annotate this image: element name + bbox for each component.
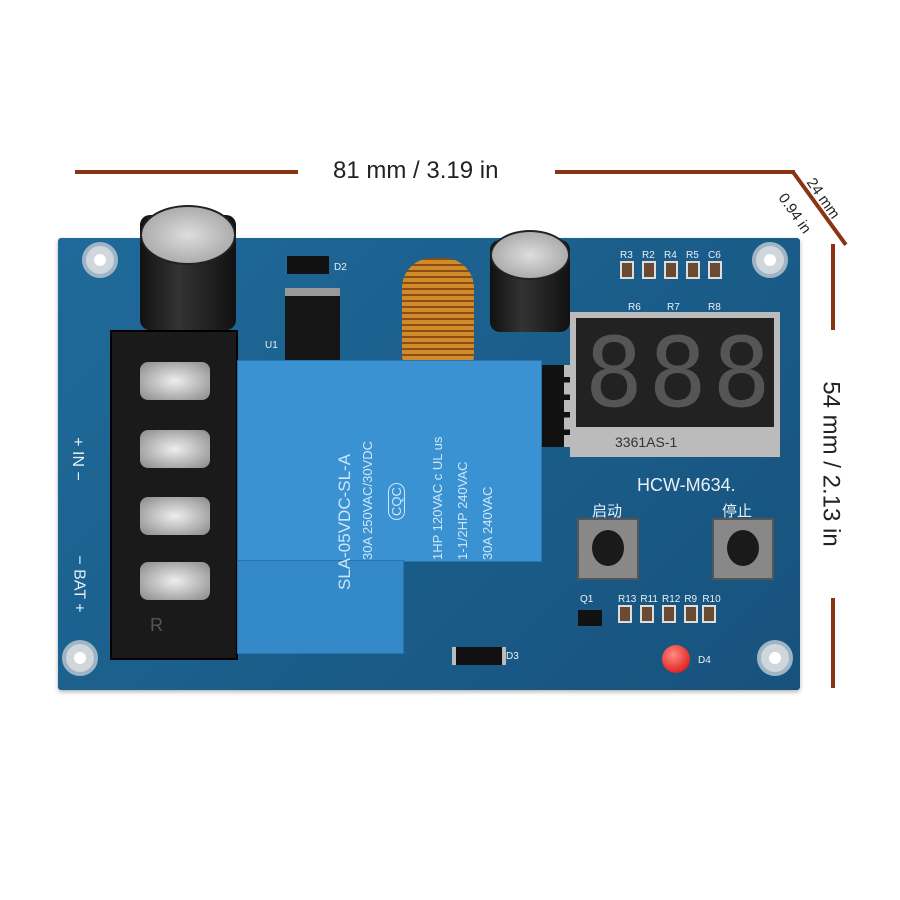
- silk-r8: R8: [708, 302, 721, 313]
- mounting-hole: [62, 640, 98, 676]
- width-dimension-label: 81 mm / 3.19 in: [333, 157, 499, 184]
- mounting-hole: [757, 640, 793, 676]
- top-resistor-row: R3 R2 R4 R5 C6: [620, 250, 722, 279]
- height-dimension-label: 54 mm / 2.13 in: [817, 381, 845, 547]
- capacitor-top: [490, 230, 570, 280]
- relay: [237, 360, 542, 562]
- label-in: + IN −: [68, 437, 86, 481]
- relay-rating: 1HP 120VAC c UL us: [430, 436, 445, 560]
- height-dimension-line-bottom: [831, 598, 835, 688]
- height-dimension-line-top: [831, 244, 835, 330]
- silk-r4: R4: [664, 250, 677, 261]
- relay-cert: CQC: [388, 483, 405, 520]
- silk-r3: R3: [620, 250, 633, 261]
- diode-d2: [287, 256, 329, 274]
- silk-d3: D3: [506, 651, 519, 662]
- start-label: 启动: [592, 503, 623, 520]
- resistor: [686, 261, 700, 279]
- transistor-q1: [578, 610, 602, 626]
- relay-rating: 30A 240VAC: [480, 486, 495, 560]
- width-dimension-line-right: [555, 170, 795, 174]
- silk-u1: U1: [265, 340, 278, 351]
- mounting-hole: [752, 242, 788, 278]
- display-label: 3361AS-1: [615, 434, 678, 450]
- diode-d3: [452, 647, 506, 665]
- terminal-logo: R: [150, 615, 163, 635]
- model-label: HCW-M634.: [637, 475, 736, 495]
- resistor: [684, 605, 699, 623]
- terminal-screw: [140, 562, 210, 600]
- resistor: [618, 605, 632, 623]
- silk-r12: R12: [661, 594, 681, 605]
- silk-c6: C6: [708, 250, 721, 261]
- red-led: [662, 645, 690, 673]
- silk-r9: R9: [684, 594, 698, 605]
- relay-rating: 1-1/2HP 240VAC: [455, 461, 470, 560]
- silk-r6: R6: [628, 302, 641, 313]
- stop-button[interactable]: [712, 518, 774, 580]
- resistor: [664, 261, 678, 279]
- silk-q1: Q1: [580, 594, 594, 605]
- relay-rating: 30A 250VAC/30VDC: [360, 441, 375, 560]
- terminal-screw: [140, 362, 210, 400]
- bottom-resistor-row: R13 R11 R12 R9 R10: [618, 594, 721, 623]
- seven-segment-display: [570, 312, 780, 457]
- label-bat: − BAT +: [70, 555, 88, 613]
- relay-model: SLA-05VDC-SL-A: [335, 453, 354, 590]
- silk-d2: D2: [334, 262, 347, 273]
- silk-r11: R11: [640, 594, 658, 605]
- resistor: [640, 605, 655, 623]
- terminal-screw: [140, 497, 210, 535]
- stop-label: 停止: [722, 503, 753, 520]
- regulator-u1: [285, 288, 340, 366]
- width-dimension-line-left: [75, 170, 298, 174]
- start-button[interactable]: [577, 518, 639, 580]
- capacitor-top: [140, 205, 236, 265]
- silk-r7: R7: [667, 302, 680, 313]
- resistor: [661, 605, 676, 623]
- resistor: [702, 605, 717, 623]
- mounting-hole: [82, 242, 118, 278]
- capacitor: [708, 261, 722, 279]
- silk-r10: R10: [702, 594, 721, 605]
- resistor: [620, 261, 634, 279]
- silk-r2: R2: [642, 250, 655, 261]
- terminal-screw: [140, 430, 210, 468]
- silk-r5: R5: [686, 250, 699, 261]
- silk-d4: D4: [698, 655, 711, 666]
- resistor: [642, 261, 656, 279]
- relay-base: [237, 560, 404, 654]
- silk-r13: R13: [618, 594, 637, 605]
- display-digits: 888: [585, 317, 777, 429]
